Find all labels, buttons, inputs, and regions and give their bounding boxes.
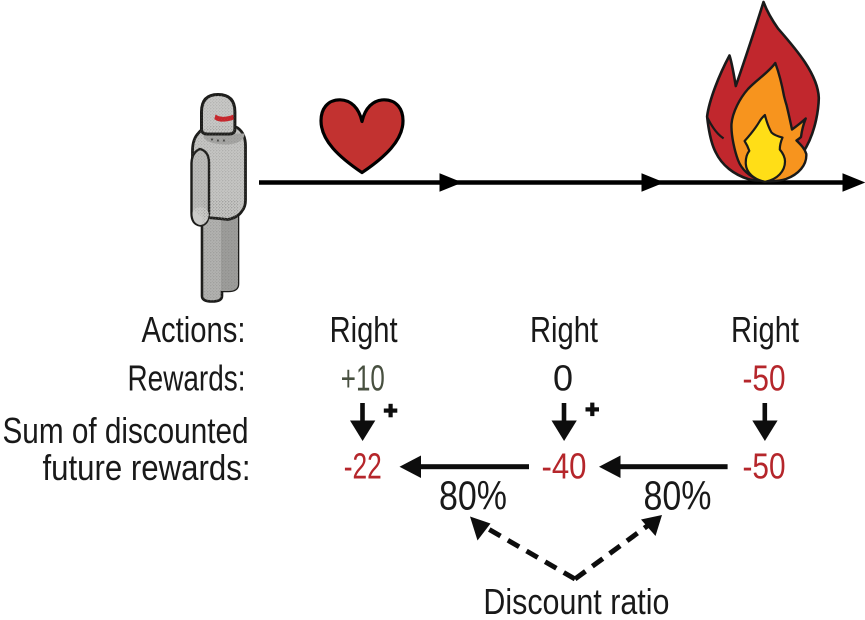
svg-text:80%: 80% — [644, 473, 712, 519]
svg-text:+10: +10 — [341, 358, 385, 399]
svg-text:Rewards:: Rewards: — [128, 358, 246, 399]
svg-text:Sum of discounted: Sum of discounted — [3, 410, 249, 451]
svg-text:-22: -22 — [344, 446, 382, 487]
svg-text:Right: Right — [330, 309, 398, 350]
svg-text:-50: -50 — [743, 358, 786, 399]
svg-text:0: 0 — [553, 358, 573, 399]
svg-text:Discount ratio: Discount ratio — [483, 581, 669, 620]
svg-text:80%: 80% — [439, 473, 507, 519]
svg-text:-50: -50 — [743, 446, 786, 487]
svg-text:Actions:: Actions: — [142, 309, 246, 350]
svg-text:future rewards:: future rewards: — [43, 447, 251, 488]
svg-text:-40: -40 — [542, 446, 587, 487]
svg-text:Right: Right — [530, 309, 598, 350]
svg-text:Right: Right — [731, 309, 799, 350]
